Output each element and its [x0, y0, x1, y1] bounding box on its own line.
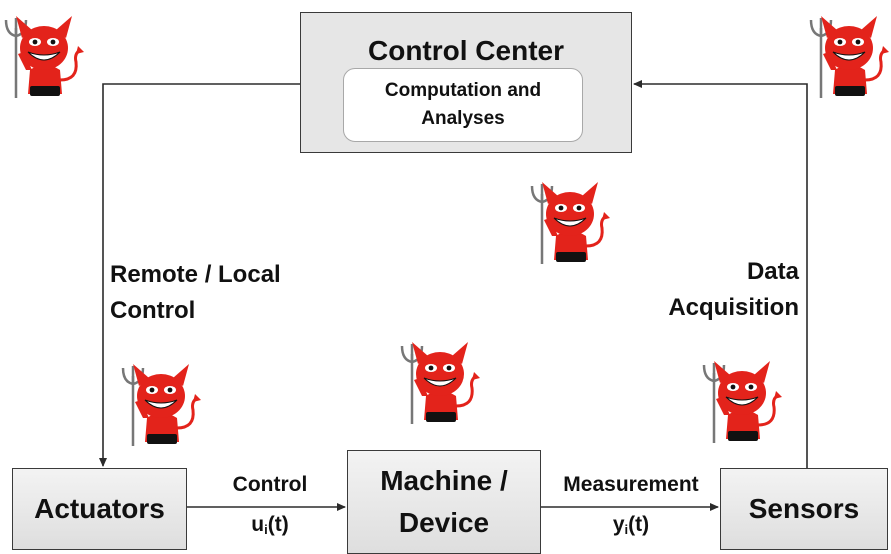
- remote-local-control-label: Remote / Local Control: [110, 261, 281, 324]
- devil-icon: [121, 364, 201, 446]
- control-signal-arg: (t): [267, 513, 289, 536]
- devil-icon: [809, 16, 889, 98]
- actuators-box: Actuators: [12, 468, 187, 550]
- computation-box: Computation and Analyses: [343, 68, 583, 142]
- devil-icon: [400, 342, 480, 424]
- control-signal-sub: i: [264, 522, 268, 537]
- measurement-label: Measurement: [563, 473, 699, 496]
- control-center-box: Control Center Computation and Analyses: [300, 12, 632, 153]
- measurement-signal-label: yi(t): [546, 513, 716, 537]
- arrow-remote-control: [99, 83, 300, 467]
- sensors-box: Sensors: [720, 468, 888, 550]
- measurement-signal-base: y: [612, 513, 625, 536]
- machine-device-box: Machine / Device: [347, 450, 541, 554]
- devil-icon: [702, 361, 782, 443]
- measurement-signal-arg: (t): [628, 513, 650, 536]
- measurement-signal-sub: i: [624, 522, 629, 537]
- arrow-data-acquisition: [633, 80, 808, 468]
- control-center-title: Control Center: [368, 35, 564, 66]
- data-acquisition-label: Data Acquisition: [668, 258, 799, 321]
- devil-icon: [530, 182, 610, 264]
- control-label: Control: [232, 473, 308, 496]
- control-signal-label: ui(t): [224, 513, 316, 537]
- control-signal-base: u: [251, 513, 265, 536]
- devil-icon: [4, 16, 84, 98]
